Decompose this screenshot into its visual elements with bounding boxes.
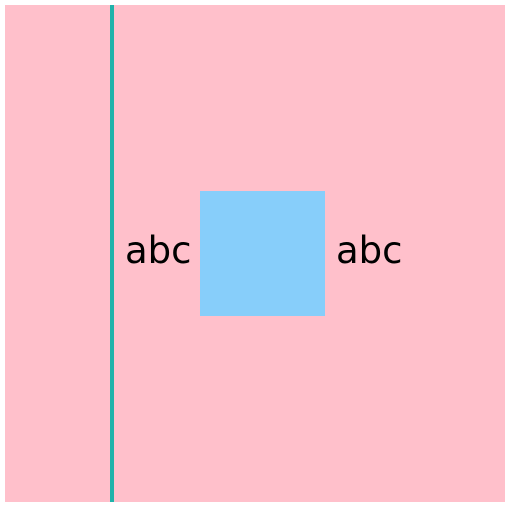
blue-square <box>200 191 325 316</box>
left-label: abc <box>125 229 192 272</box>
right-label: abc <box>336 229 403 272</box>
vertical-line <box>110 5 114 502</box>
